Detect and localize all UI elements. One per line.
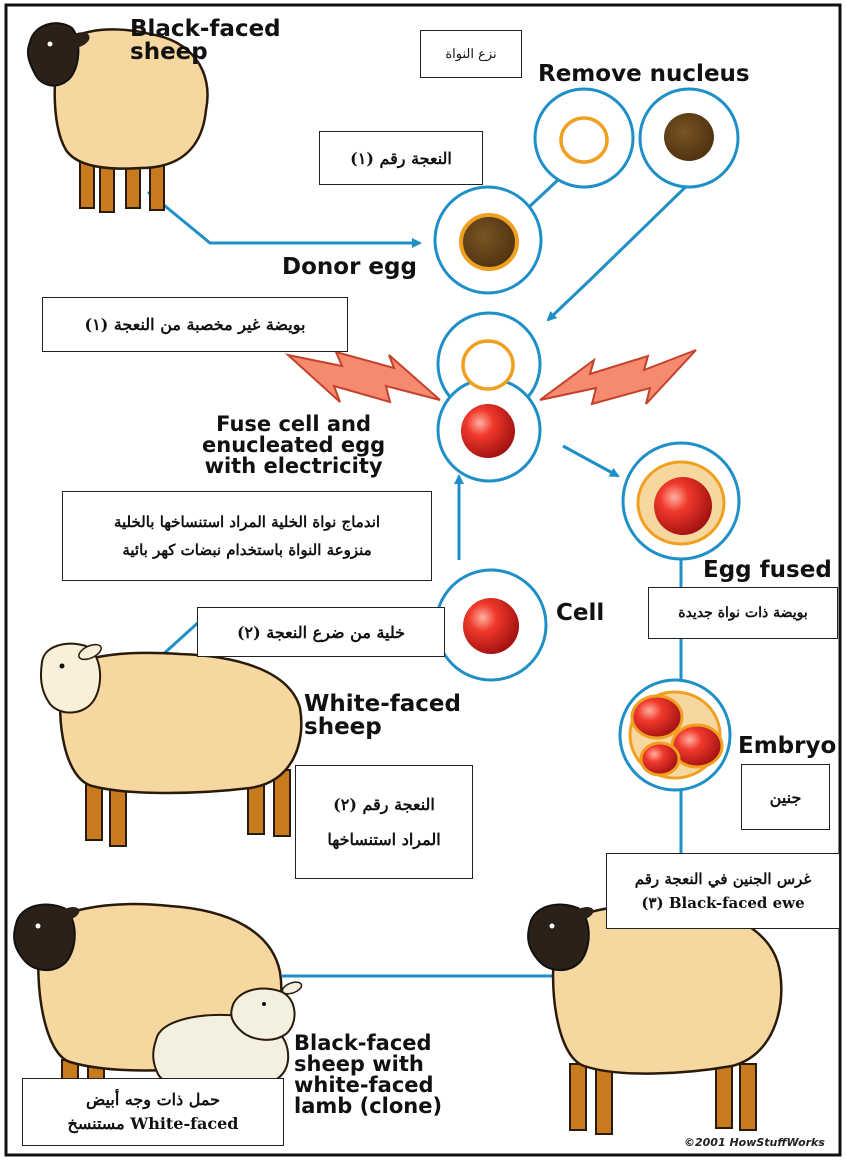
label-fuse-line3: with electricity [202, 456, 385, 477]
label-fuse-line2: enucleated egg [202, 435, 385, 456]
label-remove-nucleus: Remove nucleus [538, 63, 750, 86]
ar-implant-line2: Black-faced ewe (٣) [641, 891, 804, 915]
ar-ewe-2-line1: النعجة رقم (٢) [333, 787, 435, 822]
ar-box-implant: غرس الجنين في النعجة رقم Black-faced ewe… [606, 853, 840, 929]
ar-new-nucleus-egg-text: بويضة ذات نواة جديدة [678, 605, 808, 621]
label-result-line1: Black-faced [294, 1033, 442, 1054]
donor-cell-nucleus-icon [461, 404, 515, 458]
ar-box-embryo: جنين [741, 764, 830, 830]
ar-implant-line1: غرس الجنين في النعجة رقم [635, 867, 812, 891]
ar-remove-nucleus-text: نزع النواة [445, 47, 496, 62]
ar-unfertilized-egg-text: بويضة غير مخصبة من النعجة (١) [85, 315, 306, 334]
white-faced-sheep [41, 641, 301, 846]
ar-embryo-text: جنين [770, 788, 802, 807]
copyright: ©2001 HowStuffWorks [684, 1136, 825, 1149]
label-black-faced-line2: sheep [130, 41, 281, 64]
ar-fusion-line1: اندماج نواة الخلية المراد استنساخها بالخ… [114, 508, 380, 537]
remove-nucleus-cells [535, 89, 738, 187]
label-result: Black-faced sheep with white-faced lamb … [294, 1033, 442, 1117]
label-result-line2: sheep with [294, 1054, 442, 1075]
ar-box-new-nucleus-egg: بويضة ذات نواة جديدة [648, 587, 838, 639]
ar-box-udder-cell: خلية من ضرع النعجة (٢) [197, 607, 445, 657]
udder-cell [436, 570, 546, 680]
label-white-faced-line2: sheep [304, 716, 461, 739]
arrow-sheep-to-donor-egg [148, 192, 420, 243]
ar-box-lamb: حمل ذات وجه أبيض White-faced مستنسخ [22, 1078, 284, 1146]
embryo-cell [620, 680, 730, 790]
ar-udder-cell-text: خلية من ضرع النعجة (٢) [237, 623, 405, 642]
arrow-fuse-to-egg-fused [563, 446, 618, 476]
ar-fusion-line2: منزوعة النواة باستخدام نبضات كهر بائية [122, 536, 371, 565]
black-faced-ewe-3 [528, 904, 781, 1134]
ar-box-remove-nucleus: نزع النواة [420, 30, 522, 78]
ar-box-unfertilized-egg: بويضة غير مخصبة من النعجة (١) [42, 297, 348, 352]
ar-box-fusion: اندماج نواة الخلية المراد استنساخها بالخ… [62, 491, 432, 581]
ar-ewe-1-text: النعجة رقم (١) [350, 149, 452, 168]
egg-fused-cell [623, 443, 739, 559]
label-fuse-line1: Fuse cell and [202, 414, 385, 435]
left-bolt-icon [288, 352, 440, 402]
ar-lamb-line2: White-faced مستنسخ [68, 1112, 239, 1136]
label-embryo: Embryo [738, 735, 836, 758]
empty-nucleus-icon [561, 118, 607, 162]
label-egg-fused: Egg fused [703, 559, 832, 582]
ar-box-ewe-1: النعجة رقم (١) [319, 131, 483, 185]
label-black-faced-line1: Black-faced [130, 18, 281, 41]
ar-box-ewe-2: النعجة رقم (٢) المراد استنساخها [295, 765, 473, 879]
label-white-faced-line1: White-faced [304, 693, 461, 716]
label-fuse: Fuse cell and enucleated egg with electr… [202, 414, 385, 477]
line-remove-nucleus-to-donor-egg [528, 178, 560, 208]
label-cell: Cell [556, 602, 604, 625]
label-result-line4: lamb (clone) [294, 1096, 442, 1117]
enucleated-egg-icon [463, 341, 513, 389]
brown-nucleus-icon [664, 113, 714, 161]
label-result-line3: white-faced [294, 1075, 442, 1096]
label-donor-egg: Donor egg [282, 256, 417, 279]
label-black-faced-sheep: Black-faced sheep [130, 18, 281, 64]
arrow-nucleus-to-fuse [548, 170, 703, 320]
fuse-cells [438, 313, 540, 481]
donor-egg-cell [435, 187, 541, 293]
ar-ewe-2-line2: المراد استنساخها [327, 822, 440, 857]
ar-lamb-line1: حمل ذات وجه أبيض [86, 1088, 220, 1112]
label-white-faced-sheep: White-faced sheep [304, 693, 461, 739]
right-bolt-icon [540, 350, 696, 404]
